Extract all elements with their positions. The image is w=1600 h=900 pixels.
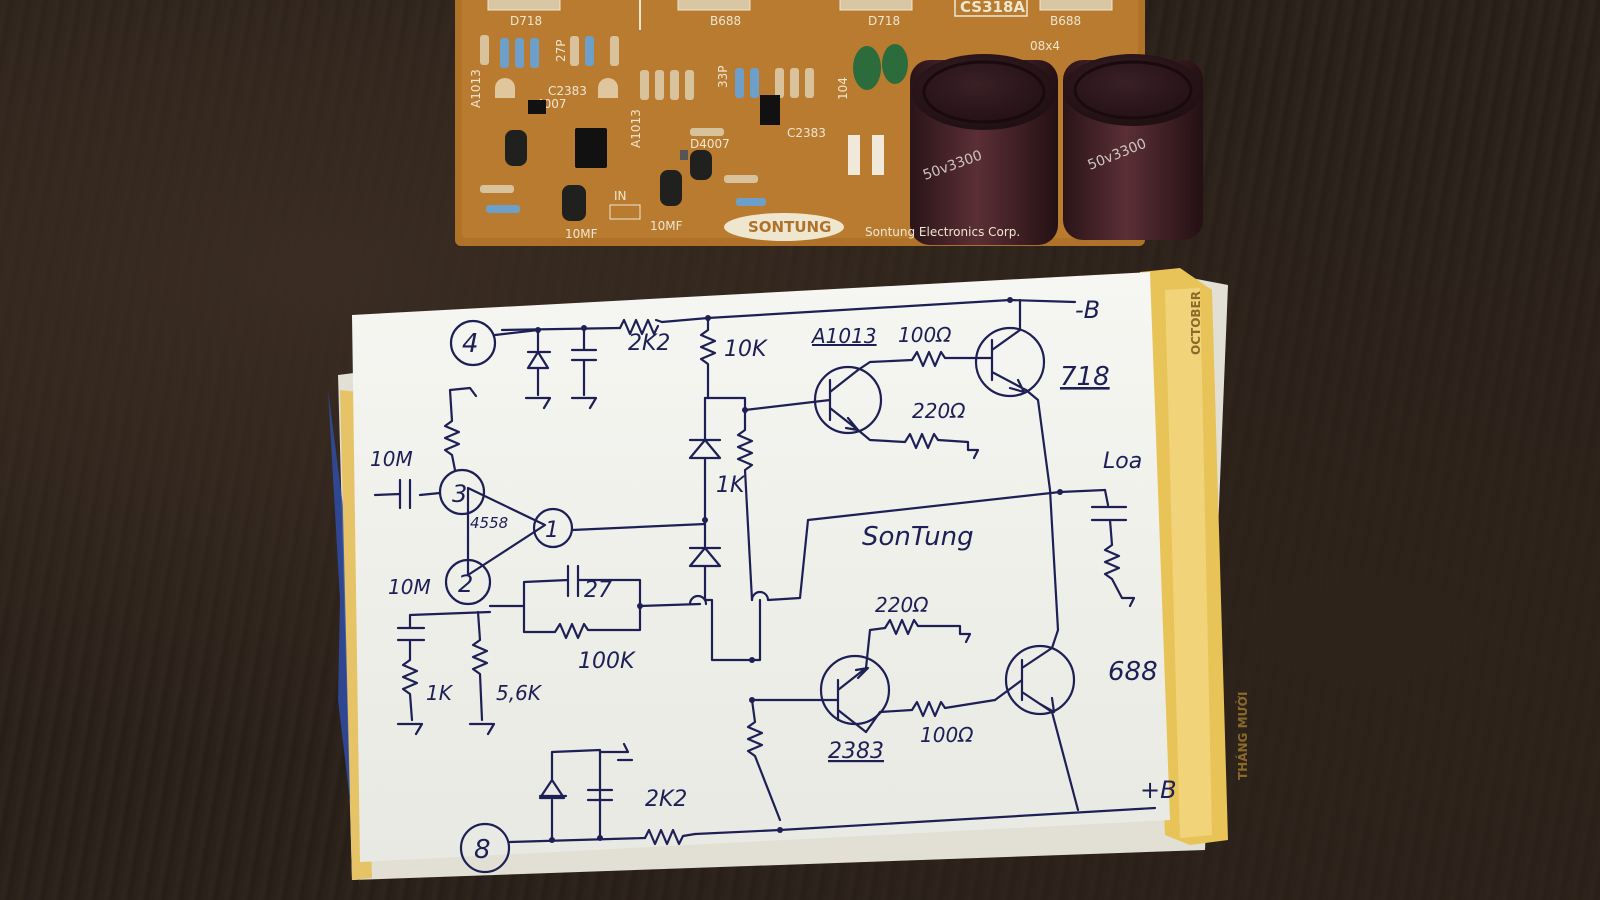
- pin-2-label: 2: [458, 570, 473, 598]
- resistor-100-label: 100Ω: [920, 723, 974, 747]
- transistor-688-label: 688: [1108, 657, 1158, 687]
- pcb-label-b688: B688: [1050, 14, 1081, 28]
- resistor-1k-label: 1K: [716, 473, 746, 498]
- pcb-label-10mf: 10MF: [650, 219, 683, 233]
- resistor-100-label: 100Ω: [898, 323, 952, 347]
- rail-pos-label: +B: [1140, 776, 1177, 804]
- transistor-2383-label: 2383: [828, 739, 884, 764]
- calendar-month-en: OCTOBER: [1189, 291, 1203, 355]
- circuit-board: D718 B688 D718 CS318A B688 08x4: [455, 0, 1203, 246]
- electrolytic-capacitors-small: [505, 130, 712, 221]
- pin-2: [444, 558, 492, 606]
- input-capacitor-10m-label: 10M: [370, 447, 413, 471]
- transistor-688: [1004, 644, 1076, 716]
- pin-3-label: 3: [452, 480, 467, 508]
- pcb-logo: SONTUNG: [748, 218, 831, 236]
- notebook: OCTOBER THÁNG MƯỜI: [328, 268, 1250, 885]
- pin-8: [459, 822, 511, 874]
- brand-label: SonTung: [862, 522, 974, 552]
- resistor-100k-label: 100K: [578, 649, 636, 674]
- pin-1-label: 1: [545, 518, 559, 543]
- capacitor-10m-label: 10M: [388, 575, 431, 599]
- resistor-1k-label: 1K: [426, 681, 454, 705]
- pin-4-label: 4: [462, 329, 479, 359]
- pcb-label-c2383: C2383: [548, 84, 587, 98]
- resistor-220-label: 220Ω: [875, 593, 929, 617]
- pcb-label-10mf: 10MF: [565, 227, 598, 241]
- transistor-718-label: 718: [1060, 362, 1110, 392]
- rail-neg-label: -B: [1075, 296, 1100, 324]
- pcb-label-d4007: D4007: [690, 137, 730, 151]
- schematic-drawing: 4 2K2 10K A1013 100Ω -B 1K 220Ω 718: [370, 296, 1177, 874]
- pcb-label-33p: 33P: [716, 65, 730, 88]
- resistor-220-label: 220Ω: [912, 399, 966, 423]
- transistor-718: [974, 326, 1046, 398]
- electrolytic-capacitor-large: 50v3300: [1063, 54, 1203, 240]
- resistor-2k2-top-label: 2K2: [628, 331, 670, 356]
- opamp-label: 4558: [470, 514, 508, 532]
- pcb-label-08x4: 08x4: [1030, 39, 1060, 53]
- pcb-label-d718: D718: [868, 14, 900, 28]
- pcb-label-a1013: A1013: [469, 69, 483, 108]
- schematic-paper: [352, 272, 1170, 862]
- speaker-label: Loa: [1103, 449, 1142, 474]
- pin-4: [449, 319, 497, 367]
- pcb-label-a1013: A1013: [629, 109, 643, 148]
- pin-1: [532, 507, 574, 549]
- pcb-label-b688: B688: [710, 14, 741, 28]
- resistor-5-6k-label: 5,6K: [496, 681, 543, 705]
- opamp-chip: [575, 128, 607, 168]
- opamp-symbol: [466, 486, 547, 577]
- pcb-label-c2383: C2383: [787, 126, 826, 140]
- transistor-a1013: [813, 365, 883, 435]
- pcb-label-27p: 27P: [554, 39, 568, 62]
- electrolytic-capacitor-large: 50v3300: [910, 54, 1058, 245]
- capacitor-27-label: 27: [584, 578, 612, 603]
- calendar-month-vn: THÁNG MƯỜI: [1235, 692, 1250, 781]
- pcb-label-in: IN: [614, 189, 627, 203]
- resistor-2k2-bottom-label: 2K2: [645, 787, 687, 812]
- resistor-group: [480, 35, 814, 213]
- pcb-label-104: 104: [836, 77, 850, 100]
- pin-8-label: 8: [474, 835, 491, 865]
- pcb-label-d718: D718: [510, 14, 542, 28]
- pcb-maker: Sontung Electronics Corp.: [865, 225, 1020, 239]
- resistor-10k-label: 10K: [724, 337, 768, 362]
- transistor-a1013-label: A1013: [810, 324, 877, 348]
- pcb-label-cs318a: CS318A: [960, 0, 1025, 16]
